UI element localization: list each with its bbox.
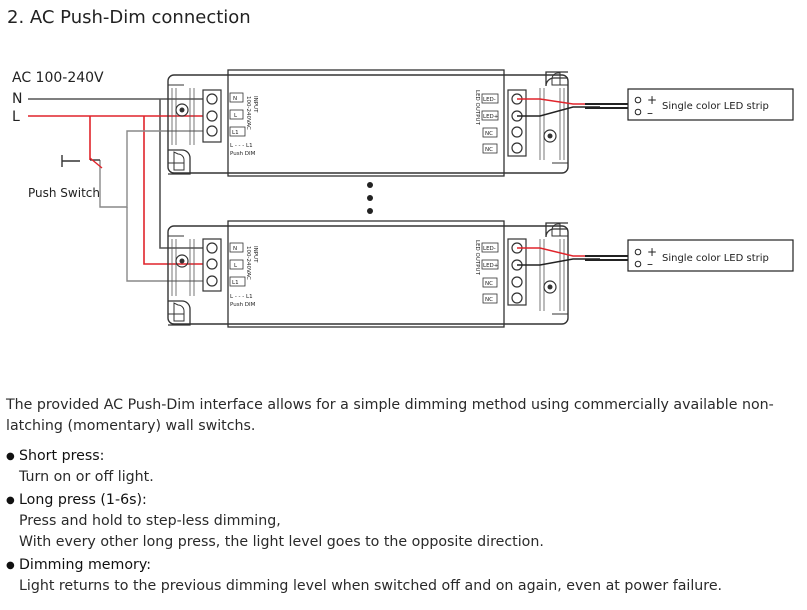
jumper-label: L - - - L1 [230,294,253,300]
terminal-l-label: L [234,263,238,269]
input-label: INPUT [252,96,258,113]
input-range-label: 100-240VAC [245,96,251,130]
out-minus-label: LED- [483,246,496,252]
out-plus-label: LED+ [483,263,499,269]
supply-label: AC 100-240V [12,70,104,86]
push-switch-label: Push Switch [28,186,100,200]
led-strip-label: Single color LED strip [662,253,769,264]
terminal-l-label: L [234,113,238,119]
wiring-diagram: 2. AC Push-Dim connection AC 100-240V N … [7,7,794,328]
line-l-label: L [12,109,20,125]
feature-short-press: Short press: Turn on or off light. [6,446,796,488]
feature-long-press: Long press (1-6s): Press and hold to ste… [6,490,796,553]
terminal-l1-label: L1 [232,280,239,286]
input-label: INPUT [252,246,258,263]
plus-sign: + [647,93,657,107]
nc-label: NC [485,147,493,153]
jumper-label: L - - - L1 [230,143,253,149]
out-minus-label: LED- [483,97,496,103]
led-strip-label: Single color LED strip [662,101,769,112]
feature-title: Short press: [6,446,796,467]
led-strip-1: + – Single color LED strip [627,88,794,121]
nc-label: NC [485,131,493,137]
feature-dimming-memory: Dimming memory: Light returns to the pre… [6,555,796,597]
driver-1-output-wires [517,98,633,117]
driver-unit-2: N L L1 INPUT 100-240VAC L - - - L1 Push … [167,220,569,328]
driver-2-output-wires [517,247,633,266]
feature-title: Dimming memory: [6,555,796,576]
terminal-l1-label: L1 [232,130,239,136]
mode-label: Push DIM [230,302,256,308]
minus-sign: – [647,257,653,271]
output-label: LED OUTPUT [474,90,480,126]
nc-label: NC [485,281,493,287]
description-text: The provided AC Push-Dim interface allow… [6,397,774,434]
page-title: 2. AC Push-Dim connection [7,7,251,28]
out-plus-label: LED+ [483,114,499,120]
input-range-label: 100-240VAC [245,246,251,280]
output-label: LED OUTPUT [474,240,480,276]
feature-line: With every other long press, the light l… [19,534,544,550]
feature-title: Long press (1-6s): [6,490,796,511]
feature-line: Press and hold to step-less dimming, [19,513,281,529]
description-section: The provided AC Push-Dim interface allow… [6,395,796,599]
led-strip-2: + – Single color LED strip [627,239,794,272]
driver-unit-1: N L L1 INPUT 100-240VAC L - - - L1 Push … [167,69,569,177]
switch-wires [99,130,212,282]
line-n-label: N [12,91,22,107]
feature-line: Light returns to the previous dimming le… [19,578,723,594]
plus-sign: + [647,245,657,259]
terminal-n-label: N [233,246,237,252]
minus-sign: – [647,106,653,120]
nc-label: NC [485,297,493,303]
feature-line: Turn on or off light. [19,469,154,485]
terminal-n-label: N [233,96,237,102]
mode-label: Push DIM [230,151,256,157]
more-units-dots [367,182,373,214]
neutral-wires [28,98,212,249]
push-switch-symbol [61,155,103,169]
